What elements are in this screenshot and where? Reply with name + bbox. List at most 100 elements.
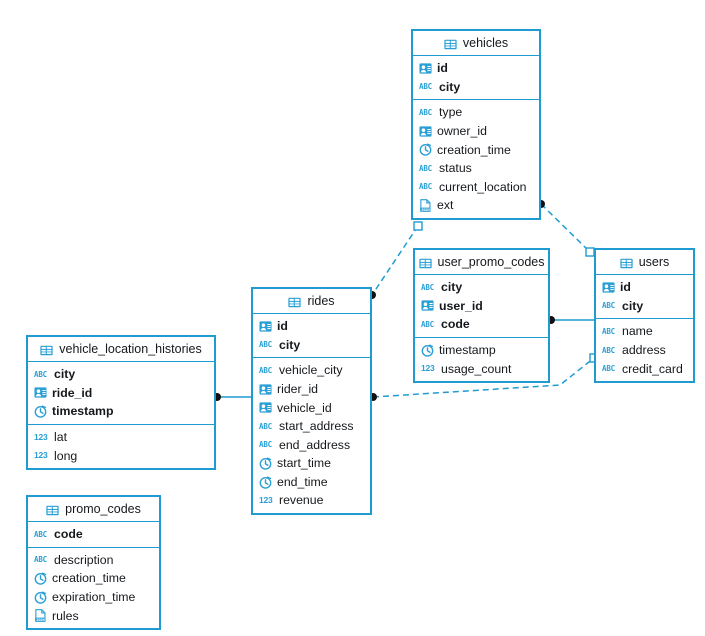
field-timestamp[interactable]: timestamp: [415, 341, 548, 360]
entity-name-label: promo_codes: [65, 502, 141, 516]
clock-icon: [259, 457, 272, 470]
field-id[interactable]: id: [253, 317, 370, 336]
relationship-endpoint-square: [585, 247, 595, 257]
entity-name-label: user_promo_codes: [437, 255, 545, 269]
entity-name-label: vehicle_location_histories: [59, 342, 202, 356]
field-id[interactable]: id: [596, 278, 693, 297]
field-label: owner_id: [437, 123, 487, 138]
abc-icon: ABC: [259, 421, 272, 431]
field-label: code: [441, 317, 470, 332]
json-file-icon: JSON: [34, 609, 47, 622]
table-grid-icon: [444, 38, 458, 49]
field-rider_id[interactable]: rider_id: [253, 380, 370, 399]
field-label: revenue: [279, 493, 324, 508]
field-label: credit_card: [622, 361, 683, 376]
id-card-icon: [259, 383, 272, 396]
field-label: end_address: [279, 437, 351, 452]
field-label: ride_id: [52, 385, 93, 400]
abc-icon: ABC: [34, 529, 47, 539]
entity-title-vehicle_location_histories: vehicle_location_histories: [28, 337, 214, 362]
field-creation_time[interactable]: creation_time: [413, 140, 539, 159]
field-creation_time[interactable]: creation_time: [28, 569, 159, 588]
table-grid-icon: [620, 257, 634, 268]
123-icon: 123: [34, 431, 48, 442]
clock-icon: [34, 591, 47, 604]
field-label: current_location: [439, 179, 527, 194]
abc-icon: ABC: [259, 340, 272, 350]
field-user_id[interactable]: user_id: [415, 297, 548, 316]
entity-title-user_promo_codes: user_promo_codes: [415, 250, 548, 275]
svg-text:JSON: JSON: [36, 618, 45, 622]
field-label: id: [437, 61, 448, 76]
clock-icon: [419, 143, 432, 156]
svg-text:JSON: JSON: [421, 208, 430, 212]
field-id[interactable]: id: [413, 59, 539, 78]
field-label: long: [54, 448, 78, 463]
field-label: timestamp: [52, 404, 114, 419]
field-revenue[interactable]: 123 revenue: [253, 491, 370, 510]
field-timestamp[interactable]: timestamp: [28, 402, 214, 421]
abc-icon: ABC: [419, 107, 432, 117]
clock-icon: [34, 572, 47, 585]
field-vehicle_id[interactable]: vehicle_id: [253, 398, 370, 417]
abc-icon: ABC: [419, 163, 432, 173]
field-code[interactable]: ABC code: [28, 525, 159, 544]
entity-title-users: users: [596, 250, 693, 275]
abc-icon: ABC: [602, 301, 615, 311]
table-grid-icon: [46, 504, 60, 515]
abc-icon: ABC: [602, 345, 615, 355]
field-label: code: [54, 527, 83, 542]
123-icon: 123: [259, 495, 273, 506]
field-label: start_time: [277, 456, 331, 471]
field-credit_card[interactable]: ABC credit_card: [596, 359, 693, 378]
field-owner_id[interactable]: owner_id: [413, 122, 539, 141]
field-end_time[interactable]: end_time: [253, 473, 370, 492]
field-status[interactable]: ABC status: [413, 159, 539, 178]
field-label: status: [439, 161, 472, 176]
field-label: vehicle_id: [277, 400, 332, 415]
id-card-icon: [34, 386, 47, 399]
field-label: description: [54, 552, 114, 567]
field-expiration_time[interactable]: expiration_time: [28, 588, 159, 607]
entity-title-rides: rides: [253, 289, 370, 314]
field-label: timestamp: [439, 342, 496, 357]
abc-icon: ABC: [602, 364, 615, 374]
field-start_time[interactable]: start_time: [253, 454, 370, 473]
field-ride_id[interactable]: ride_id: [28, 384, 214, 403]
